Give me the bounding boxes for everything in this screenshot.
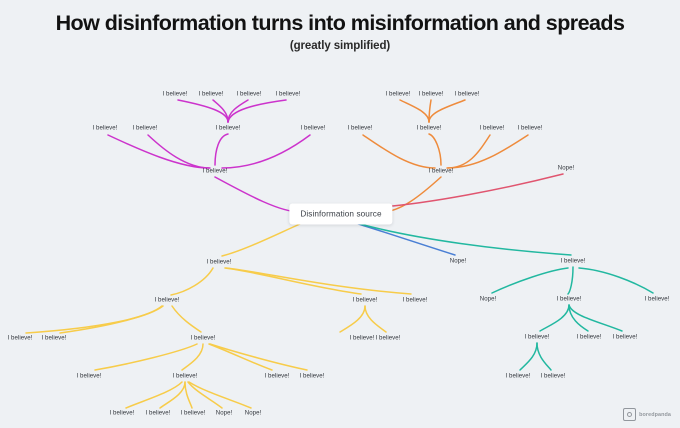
logo-mark-icon xyxy=(623,408,637,421)
reaction-node-t8: I believe! xyxy=(540,372,566,380)
reaction-node-y3: I believe! xyxy=(402,296,428,304)
reaction-node-m8: I believe! xyxy=(275,90,301,98)
reaction-node-o3: I believe! xyxy=(479,124,505,132)
reaction-node-t7: I believe! xyxy=(505,372,531,380)
title-block: How disinformation turns into misinforma… xyxy=(0,11,680,52)
yellow-branch-links xyxy=(25,223,412,409)
reaction-node-r0: Nope! xyxy=(557,164,575,172)
reaction-node-o2: I believe! xyxy=(416,124,442,132)
watermark: boredpanda xyxy=(623,408,671,421)
reaction-node-t0: I believe! xyxy=(560,257,586,265)
reaction-node-o0: I believe! xyxy=(428,167,454,175)
reaction-node-y7: I believe! xyxy=(349,334,375,342)
blue-branch-links xyxy=(354,222,456,256)
page-title: How disinformation turns into misinforma… xyxy=(55,11,625,35)
disinformation-source-node: Disinformation source xyxy=(289,203,393,225)
reaction-node-y13: I believe! xyxy=(109,409,135,417)
reaction-node-m3: I believe! xyxy=(215,124,241,132)
reaction-node-y1: I believe! xyxy=(154,296,180,304)
reaction-node-o6: I believe! xyxy=(418,90,444,98)
reaction-node-y17: Nope! xyxy=(244,409,262,417)
reaction-node-y6: I believe! xyxy=(190,334,216,342)
reaction-node-y16: Nope! xyxy=(215,409,233,417)
reaction-node-m0: I believe! xyxy=(202,167,228,175)
reaction-node-t3: I believe! xyxy=(644,295,670,303)
reaction-node-t1: Nope! xyxy=(479,295,497,303)
reaction-node-m7: I believe! xyxy=(236,90,262,98)
reaction-node-o1: I believe! xyxy=(347,124,373,132)
reaction-node-y2: I believe! xyxy=(352,296,378,304)
reaction-node-y8: I believe! xyxy=(375,334,401,342)
reaction-node-b0: Nope! xyxy=(449,257,467,265)
reaction-node-y14: I believe! xyxy=(145,409,171,417)
watermark-wordmark: boredpanda xyxy=(639,411,671,418)
reaction-node-t6: I believe! xyxy=(612,333,638,341)
reaction-node-o4: I believe! xyxy=(517,124,543,132)
reaction-node-t2: I believe! xyxy=(556,295,582,303)
red-branch-links xyxy=(381,173,564,208)
reaction-node-y9: I believe! xyxy=(76,372,102,380)
reaction-node-y12: I believe! xyxy=(299,372,325,380)
magenta-branch-links xyxy=(107,99,311,213)
reaction-node-y10: I believe! xyxy=(172,372,198,380)
reaction-node-y0: I believe! xyxy=(206,258,232,266)
reaction-node-y15: I believe! xyxy=(180,409,206,417)
orange-branch-links xyxy=(362,99,529,213)
reaction-node-t4: I believe! xyxy=(524,333,550,341)
reaction-node-m6: I believe! xyxy=(198,90,224,98)
reaction-node-m1: I believe! xyxy=(92,124,118,132)
reaction-node-t5: I believe! xyxy=(576,333,602,341)
page-subtitle: (greatly simplified) xyxy=(289,39,391,52)
reaction-node-y5: I believe! xyxy=(41,334,67,342)
reaction-node-o7: I believe! xyxy=(454,90,480,98)
reaction-node-y4: I believe! xyxy=(7,334,33,342)
reaction-node-o5: I believe! xyxy=(385,90,411,98)
reaction-node-m2: I believe! xyxy=(132,124,158,132)
reaction-node-y11: I believe! xyxy=(264,372,290,380)
reaction-node-m4: I believe! xyxy=(300,124,326,132)
reaction-node-m5: I believe! xyxy=(162,90,188,98)
